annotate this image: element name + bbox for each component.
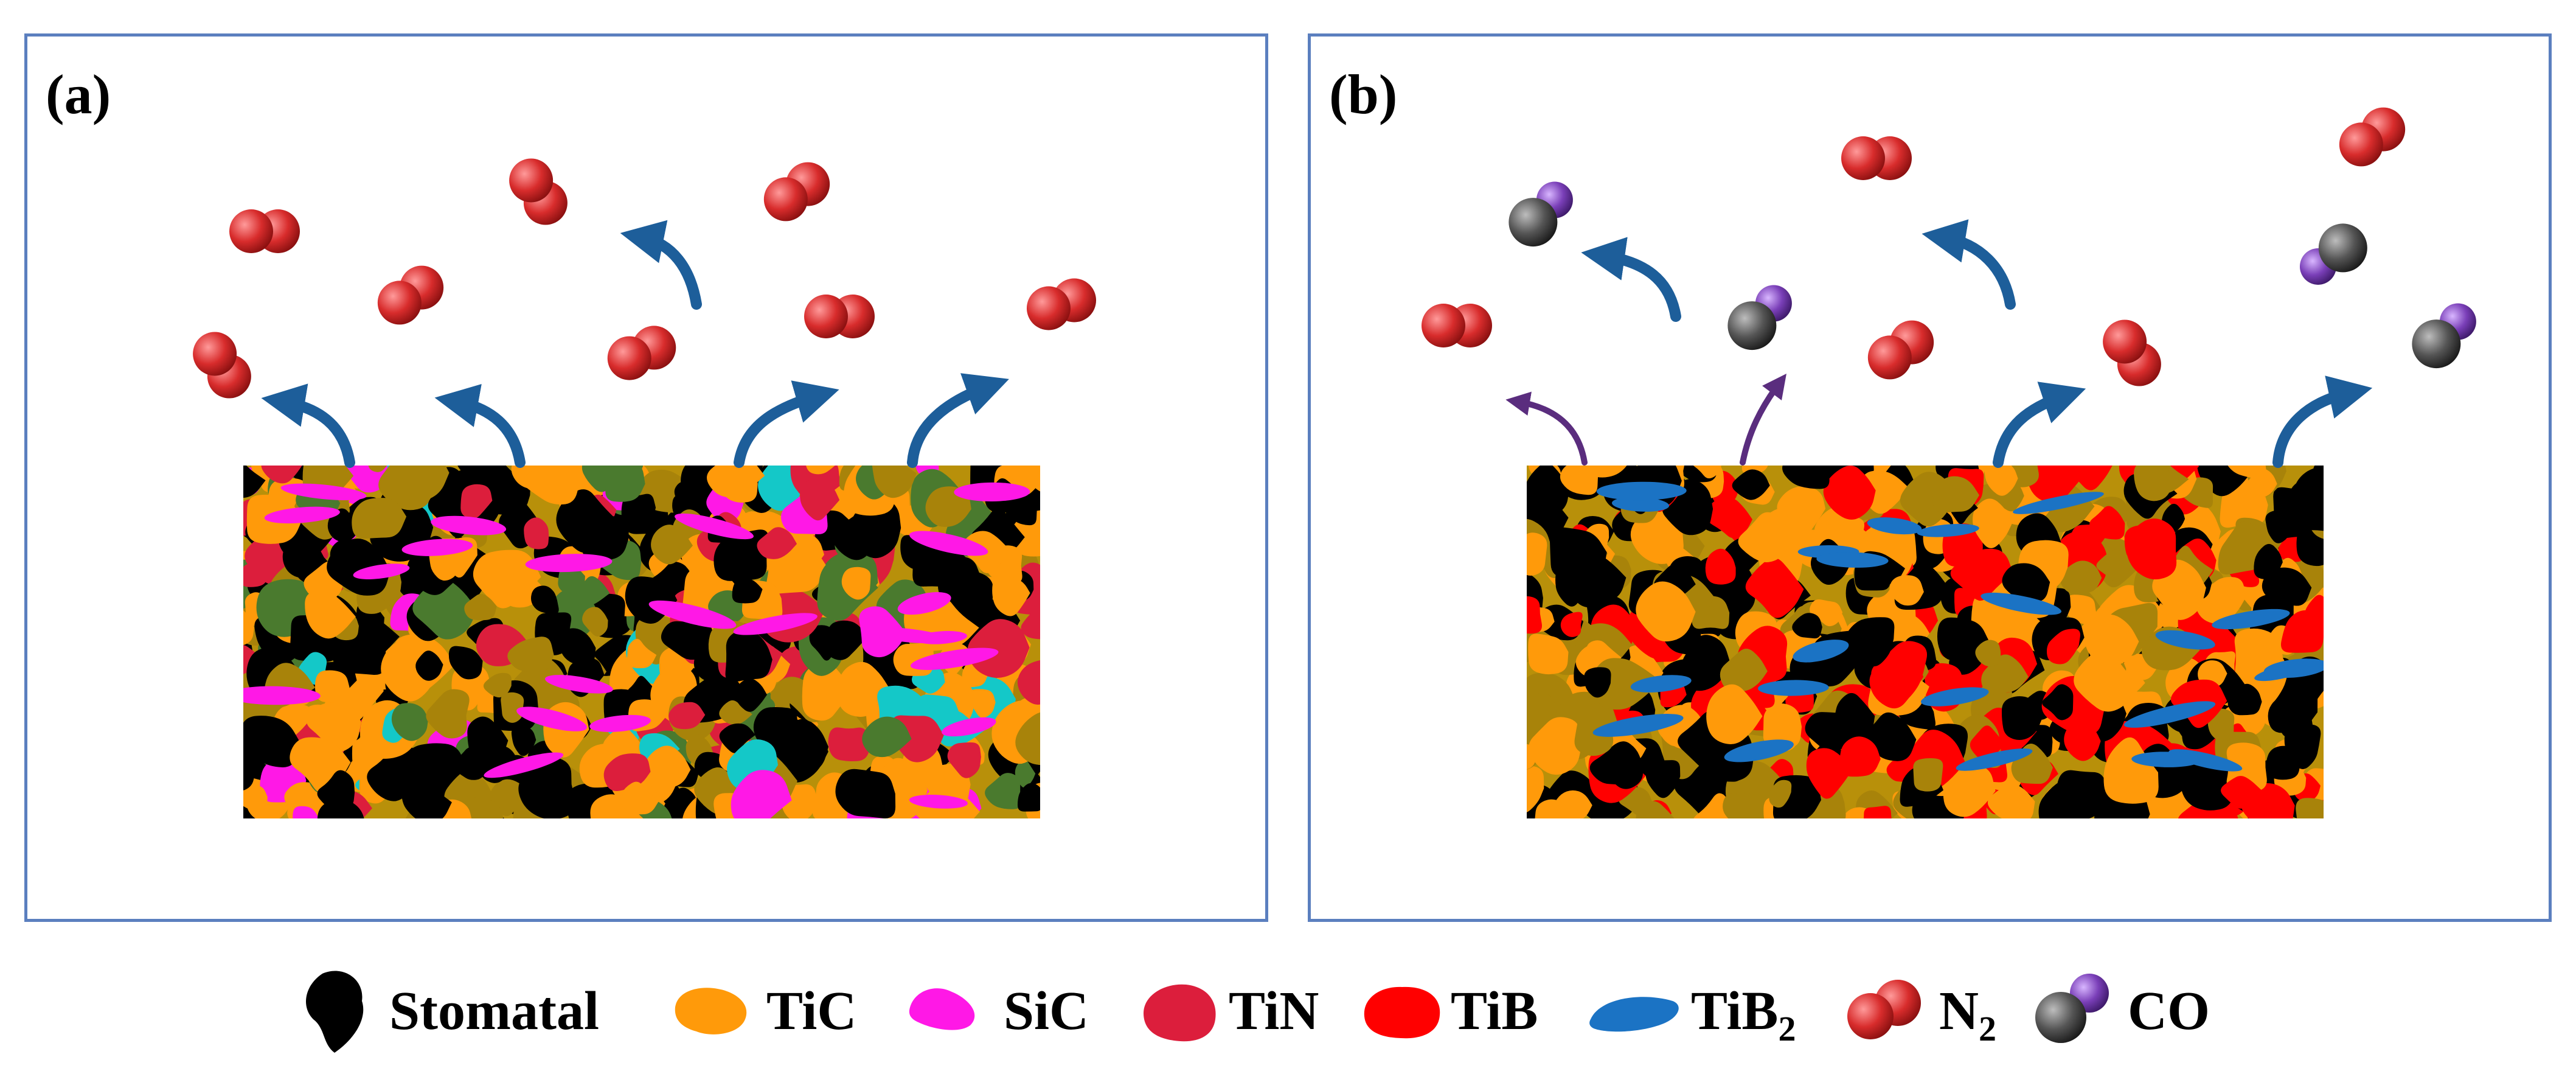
panel-b: (b) [1308, 33, 2552, 922]
sic-swatch-icon [909, 988, 975, 1030]
legend-item-sic: SiC [906, 961, 1107, 1059]
tin-swatch-icon [1144, 984, 1216, 1042]
release-arrow-icon [1581, 237, 1681, 322]
n2-molecule-icon [1867, 320, 1934, 380]
legend-item-tin: TiN [1137, 961, 1344, 1059]
legend-label-tic: TiC [766, 981, 857, 1041]
n2-subscript: 2 [1979, 1009, 1996, 1048]
co-molecule-icon [1727, 285, 1792, 351]
co-molecule-icon [2412, 303, 2476, 369]
legend-label-co: CO [2128, 981, 2210, 1041]
legend-item-tic: TiC [669, 961, 876, 1059]
release-arrow-icon [1993, 382, 2086, 468]
release-arrow-icon [1505, 391, 1588, 466]
legend: Stomatal TiC SiC TiN TiB TiB2 [0, 961, 2576, 1059]
panel-a-illustration [193, 158, 1097, 818]
n2-molecule-icon [229, 209, 300, 253]
legend-item-stomatal: Stomatal [298, 961, 633, 1059]
tib2-base-text: TiB [1691, 981, 1779, 1041]
n2-molecule-icon [2103, 319, 2161, 386]
release-arrow-icon [1922, 219, 2016, 310]
panel-a-label: (a) [46, 63, 111, 125]
panel-b-illustration [1422, 107, 2476, 818]
co-molecule-icon [2035, 974, 2109, 1043]
legend-item-co: CO [2026, 961, 2210, 1059]
n2-molecule-icon [1422, 304, 1492, 347]
release-arrow-icon [261, 383, 355, 468]
legend-label-tib: TiB [1451, 981, 1538, 1041]
n2-molecule-icon [2339, 107, 2406, 167]
panel-a: (a) [24, 33, 1268, 922]
release-arrow-icon [620, 220, 702, 310]
legend-label-n2: N2 [1939, 980, 1996, 1049]
legend-label-sic: SiC [1004, 981, 1089, 1041]
tic-swatch-icon [675, 988, 747, 1034]
release-arrow-icon [1740, 373, 1786, 466]
release-arrow-icon [907, 373, 1009, 468]
co-molecule-icon [2299, 223, 2367, 285]
n2-molecule-icon [1841, 136, 1912, 180]
stomatal-swatch-icon [306, 971, 364, 1053]
microstructure-block [243, 466, 1040, 818]
n2-molecule-icon [763, 162, 830, 222]
legend-label-tib2: TiB2 [1691, 980, 1796, 1049]
n2-molecule-icon [509, 158, 568, 225]
n2-molecule-icon [1026, 278, 1097, 330]
microstructure-block [1527, 466, 2324, 818]
legend-item-tib2: TiB2 [1588, 961, 1843, 1059]
legend-item-tib: TiB [1359, 961, 1566, 1059]
co-molecule-icon [1508, 181, 1573, 247]
n2-molecule-icon [193, 332, 251, 399]
n2-molecule-icon [804, 295, 875, 338]
n2-molecule-icon [377, 265, 444, 325]
n2-molecule-icon [1847, 980, 1921, 1039]
legend-item-n2: N2 [1837, 961, 2044, 1059]
n2-molecule-icon [607, 326, 676, 380]
release-arrow-icon [434, 384, 526, 468]
tib2-subscript: 2 [1778, 1009, 1796, 1048]
tib2-swatch-icon [1589, 997, 1679, 1032]
legend-label-stomatal: Stomatal [389, 981, 599, 1041]
release-arrow-icon [2272, 375, 2373, 468]
tib-swatch-icon [1364, 986, 1440, 1039]
n2-base-text: N [1939, 981, 1979, 1041]
release-arrow-icon [734, 380, 839, 468]
panel-b-label: (b) [1329, 63, 1398, 125]
legend-label-tin: TiN [1229, 981, 1319, 1041]
